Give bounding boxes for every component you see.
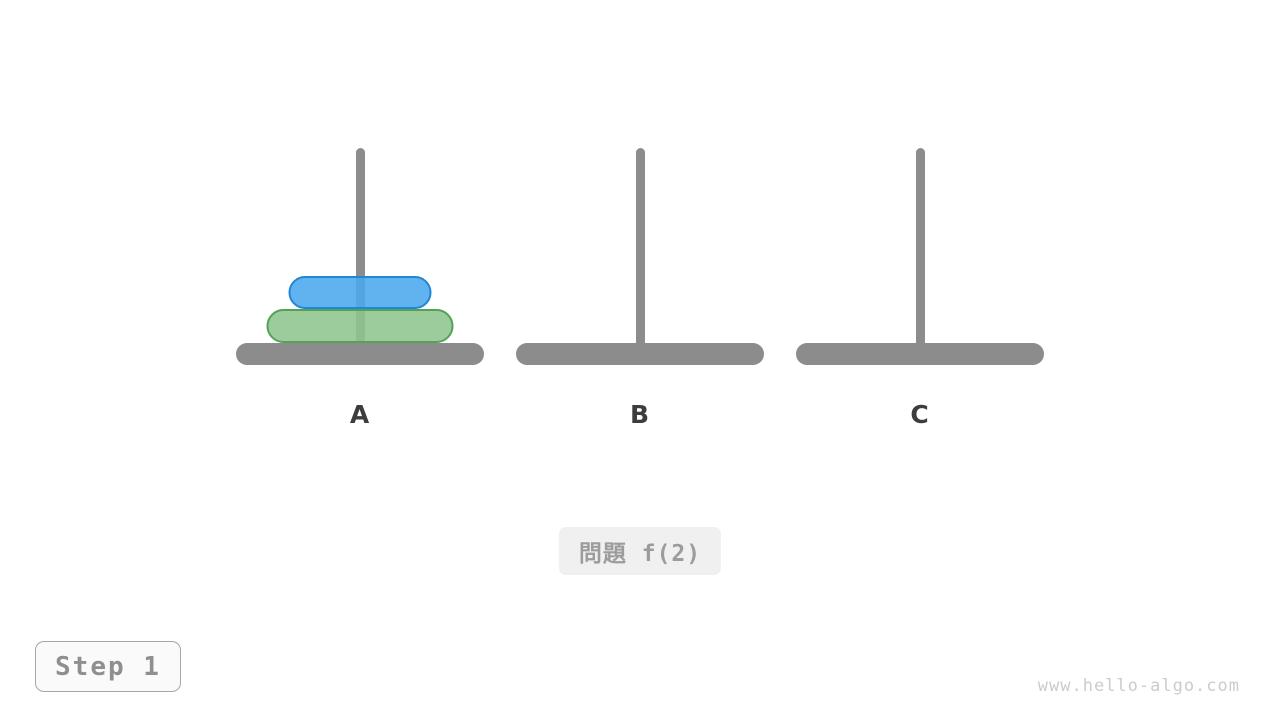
disk-1-small-blue	[288, 276, 432, 309]
problem-badge: 問題 f(2)	[558, 527, 722, 575]
peg-A: A	[236, 148, 484, 438]
peg-C-pole	[915, 148, 925, 354]
disk-2-large-green	[266, 309, 454, 343]
peg-C: C	[796, 148, 1044, 438]
watermark: www.hello-algo.com	[1037, 676, 1240, 696]
step-badge: Step 1	[35, 641, 181, 692]
peg-B-label: B	[629, 400, 651, 429]
peg-A-pole	[355, 148, 365, 354]
peg-B: B	[516, 148, 764, 438]
peg-B-base	[516, 343, 764, 365]
peg-C-base	[796, 343, 1044, 365]
peg-A-base	[236, 343, 484, 365]
peg-A-label: A	[349, 400, 371, 429]
peg-C-label: C	[910, 400, 930, 429]
peg-B-pole	[635, 148, 645, 354]
